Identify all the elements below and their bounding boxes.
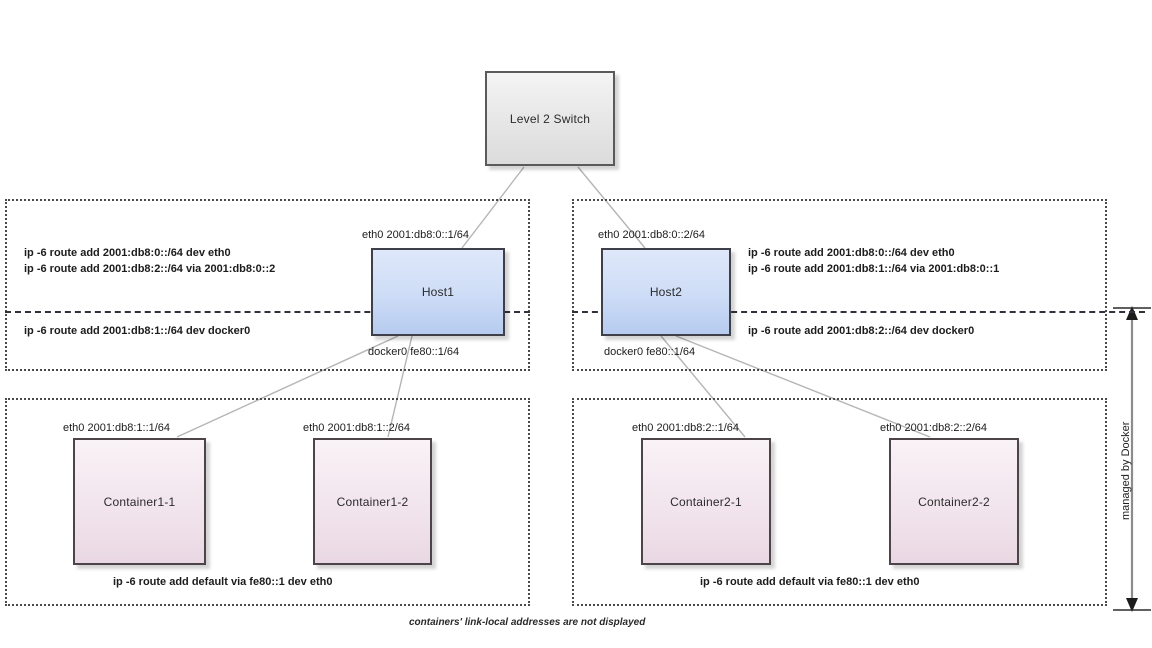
container1-2-eth0-address-label: eth0 2001:db8:1::2/64 <box>303 422 411 434</box>
host2-group-region <box>572 199 1107 371</box>
host1-route-eth0-local: ip -6 route add 2001:db8:0::/64 dev eth0 <box>24 247 231 259</box>
managed-by-docker-arrow <box>1113 306 1151 612</box>
host2-docker0-address-label: docker0 fe80::1/64 <box>604 346 696 358</box>
container-group-1-region <box>5 398 530 606</box>
container2-1-eth0-address-label: eth0 2001:db8:2::1/64 <box>632 422 740 434</box>
node-container1-2[interactable]: Container1-2 <box>313 438 432 565</box>
container2-1-label: Container2-1 <box>670 494 742 509</box>
node-level-2-switch[interactable]: Level 2 Switch <box>485 71 615 166</box>
host2-plane-divider <box>572 311 1145 313</box>
host1-group-region <box>5 199 530 371</box>
host1-route-eth0-via: ip -6 route add 2001:db8:2::/64 via 2001… <box>24 263 276 275</box>
container2-2-label: Container2-2 <box>918 494 990 509</box>
diagram-caption: containers' link-local addresses are not… <box>409 617 646 628</box>
host2-route-eth0-via: ip -6 route add 2001:db8:1::/64 via 2001… <box>748 263 1000 275</box>
host2-eth0-address-label: eth0 2001:db8:0::2/64 <box>598 229 706 241</box>
host1-plane-divider <box>5 311 530 313</box>
host2-route-docker0: ip -6 route add 2001:db8:2::/64 dev dock… <box>748 325 975 337</box>
container-group-1-default-route: ip -6 route add default via fe80::1 dev … <box>113 576 333 588</box>
node-host1[interactable]: Host1 <box>371 248 505 336</box>
switch-label: Level 2 Switch <box>509 111 591 126</box>
host1-route-docker0: ip -6 route add 2001:db8:1::/64 dev dock… <box>24 325 251 337</box>
container-group-2-region <box>572 398 1107 606</box>
container1-1-eth0-address-label: eth0 2001:db8:1::1/64 <box>63 422 171 434</box>
container-group-2-default-route: ip -6 route add default via fe80::1 dev … <box>700 576 920 588</box>
host1-docker0-address-label: docker0 fe80::1/64 <box>368 346 460 358</box>
container2-2-eth0-address-label: eth0 2001:db8:2::2/64 <box>880 422 988 434</box>
container1-2-label: Container1-2 <box>336 494 409 509</box>
host1-label: Host1 <box>421 285 455 299</box>
node-host2[interactable]: Host2 <box>601 248 731 336</box>
host1-eth0-address-label: eth0 2001:db8:0::1/64 <box>362 229 470 241</box>
host2-route-eth0-local: ip -6 route add 2001:db8:0::/64 dev eth0 <box>748 247 955 259</box>
node-container1-1[interactable]: Container1-1 <box>73 438 206 565</box>
managed-by-docker-label: managed by Docker <box>1120 421 1132 520</box>
node-container2-1[interactable]: Container2-1 <box>641 438 771 565</box>
container1-1-label: Container1-1 <box>103 494 176 509</box>
node-container2-2[interactable]: Container2-2 <box>889 438 1019 565</box>
host2-label: Host2 <box>649 285 683 299</box>
